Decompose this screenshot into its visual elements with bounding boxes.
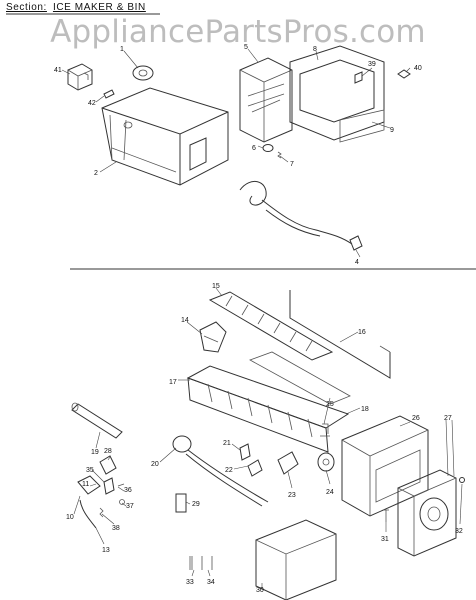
callout-18: 18 bbox=[361, 406, 369, 413]
callout-8: 8 bbox=[313, 46, 317, 53]
part-15-ejector bbox=[208, 291, 334, 361]
part-40-nut bbox=[397, 69, 411, 79]
callout-31: 31 bbox=[381, 536, 389, 543]
callout-7: 7 bbox=[290, 161, 294, 168]
part-31-screw bbox=[383, 509, 389, 522]
part-8-bin-cover bbox=[289, 45, 385, 143]
callout-30: 30 bbox=[256, 587, 264, 594]
callout-42: 42 bbox=[88, 100, 96, 107]
callout-leaders bbox=[61, 48, 463, 590]
callout-1: 1 bbox=[120, 46, 124, 53]
callout-14: 14 bbox=[181, 317, 189, 324]
part-17-mold bbox=[186, 351, 351, 453]
callout-4: 4 bbox=[355, 259, 359, 266]
part-29-plug bbox=[175, 493, 187, 513]
callout-41: 41 bbox=[54, 67, 62, 74]
callout-22: 22 bbox=[225, 467, 233, 474]
part-37-washer bbox=[119, 499, 125, 505]
watermark: AppliancePartsPros.com bbox=[50, 14, 426, 50]
callout-2: 2 bbox=[94, 170, 98, 177]
callout-28: 28 bbox=[104, 448, 112, 455]
part-20-thermostat bbox=[172, 435, 269, 507]
callout-10: 10 bbox=[66, 514, 74, 521]
callout-38: 38 bbox=[112, 525, 120, 532]
callout-9: 9 bbox=[390, 127, 394, 134]
part-30-cover bbox=[255, 519, 337, 600]
part-28-switch bbox=[99, 455, 117, 475]
callout-27: 27 bbox=[444, 415, 452, 422]
section-label: Section: bbox=[6, 2, 47, 13]
part-22-switch bbox=[247, 459, 263, 477]
callout-32: 32 bbox=[455, 528, 463, 535]
part-34-screw bbox=[201, 556, 213, 570]
part-41-motor bbox=[67, 63, 93, 91]
callout-21: 21 bbox=[223, 440, 231, 447]
part-36-screw bbox=[117, 483, 125, 487]
part-5-bracket bbox=[239, 57, 293, 143]
callout-16: 16 bbox=[358, 329, 366, 336]
callout-24: 24 bbox=[326, 489, 334, 496]
part-10-valve bbox=[77, 475, 101, 529]
part-38-spring bbox=[99, 507, 104, 518]
callout-39: 39 bbox=[368, 61, 376, 68]
callout-29: 29 bbox=[192, 501, 200, 508]
part-6-washer bbox=[262, 144, 274, 152]
part-16-cover bbox=[289, 290, 391, 379]
callout-40: 40 bbox=[414, 65, 422, 72]
part-4-wire-harness bbox=[239, 181, 363, 251]
part-23-bracket bbox=[277, 451, 299, 475]
part-7-spring bbox=[277, 151, 282, 159]
callout-26: 26 bbox=[412, 415, 420, 422]
part-35-bracket bbox=[103, 477, 115, 495]
callout-37: 37 bbox=[126, 503, 134, 510]
callout-19: 19 bbox=[91, 449, 99, 456]
part-39-clip bbox=[354, 71, 363, 84]
part-14-bracket bbox=[199, 321, 227, 353]
callout-33: 33 bbox=[186, 579, 194, 586]
section-title: ICE MAKER & BIN bbox=[52, 2, 146, 13]
part-26-housing bbox=[341, 415, 429, 517]
callout-23: 23 bbox=[288, 492, 296, 499]
callout-34: 34 bbox=[207, 579, 215, 586]
part-1-gear bbox=[132, 65, 154, 81]
callout-17: 17 bbox=[169, 379, 177, 386]
callout-25: 25 bbox=[326, 401, 334, 408]
part-2-ice-bin bbox=[101, 87, 229, 186]
part-33-screw bbox=[189, 556, 193, 570]
section-header: Section: ICE MAKER & BIN bbox=[6, 2, 146, 13]
callout-6: 6 bbox=[252, 145, 256, 152]
callout-11: 11 bbox=[82, 481, 89, 488]
callout-35: 35 bbox=[86, 467, 94, 474]
part-24-gear bbox=[317, 452, 335, 472]
callout-13: 13 bbox=[102, 547, 110, 554]
part-32-screw bbox=[459, 477, 465, 483]
callout-36: 36 bbox=[124, 487, 132, 494]
callout-20: 20 bbox=[151, 461, 159, 468]
part-25-screw bbox=[320, 423, 330, 437]
callout-5: 5 bbox=[244, 44, 248, 51]
part-42-screw bbox=[103, 89, 115, 99]
part-27-motor-module bbox=[397, 469, 457, 557]
part-19-fill-tube bbox=[71, 402, 123, 439]
part-21-clip bbox=[239, 443, 251, 461]
callout-15: 15 bbox=[212, 283, 220, 290]
callout-labels: 1 2 4 5 6 7 8 9 39 40 41 42 15 16 14 17 … bbox=[54, 44, 463, 594]
